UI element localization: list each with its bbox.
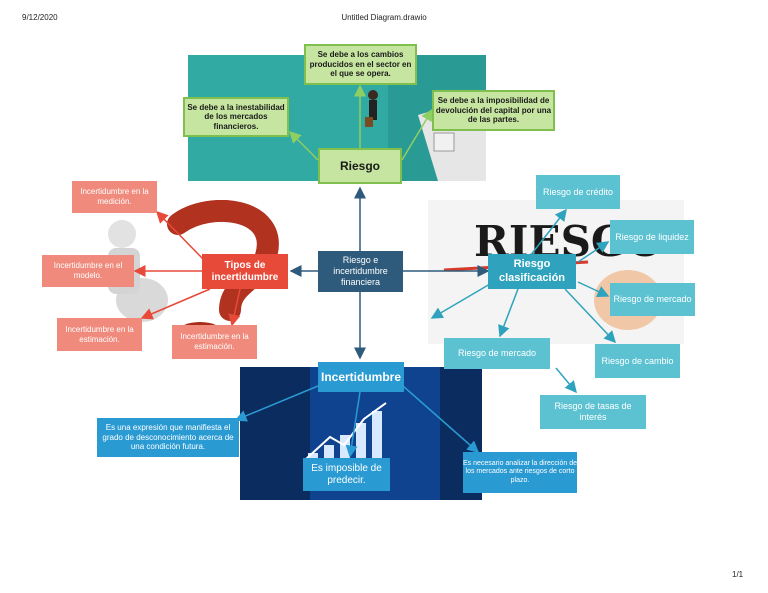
tipo-medicion: Incertidumbre en la medición. — [72, 181, 157, 213]
riesgo-node: Riesgo — [318, 148, 402, 184]
tipo-modelo: Incertidumbre en el modelo. — [42, 255, 134, 287]
clasificacion-node: Riesgo clasificación — [488, 254, 576, 289]
document-title: Untitled Diagram.drawio — [341, 13, 427, 22]
incertidumbre-impredecible: Es imposible de predecir. — [303, 458, 390, 491]
incertidumbre-definicion: Es una expresión que manifiesta el grado… — [97, 418, 239, 457]
tipos-node: Tipos de incertidumbre — [202, 254, 288, 289]
riesgo-cause-cambios: Se debe a los cambios producidos en el s… — [304, 44, 417, 85]
riesgo-cause-inestabilidad: Se debe a la inestabilidad de los mercad… — [183, 97, 289, 137]
tipo-estimacion-1: Incertidumbre en la estimación. — [57, 318, 142, 351]
center-node: Riesgo e incertidumbre financiera — [318, 251, 403, 292]
print-date: 9/12/2020 — [22, 13, 58, 22]
riesgo-cause-devolucion: Se debe a la imposibilidad de devolución… — [432, 90, 555, 131]
tipo-estimacion-2: Incertidumbre en la estimación. — [172, 325, 257, 359]
incertidumbre-node: Incertidumbre — [318, 362, 404, 392]
incertidumbre-analisis: Es necesario analizar la dirección de lo… — [463, 452, 577, 493]
riesgo-mercado-2: Riesgo de mercado — [444, 338, 550, 369]
riesgo-tasas-interes: Riesgo de tasas de interés — [540, 395, 646, 429]
riesgo-cambio: Riesgo de cambio — [595, 344, 680, 378]
riesgo-liquidez: Riesgo de liquidez — [610, 220, 694, 254]
riesgo-mercado-1: Riesgo de mercado — [610, 283, 695, 316]
page-number: 1/1 — [732, 570, 744, 579]
riesgo-credito: Riesgo de crédito — [536, 175, 620, 209]
